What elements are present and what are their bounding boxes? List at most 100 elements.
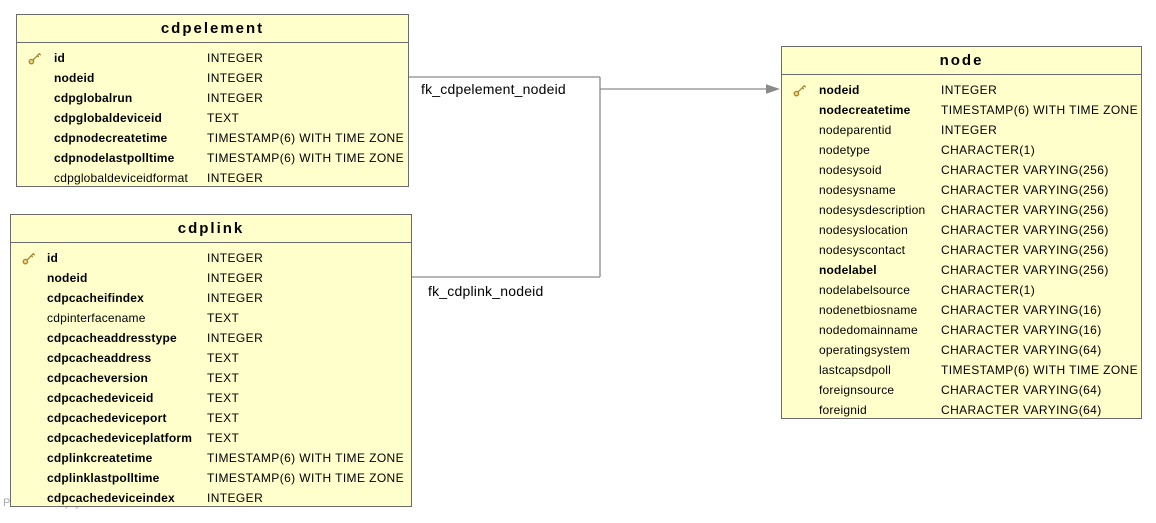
column-type: INTEGER [207, 91, 264, 105]
table-row: cdpglobaldeviceidformat INTEGER [17, 168, 408, 188]
column-name: nodeid [47, 271, 88, 285]
column-type: INTEGER [207, 291, 264, 305]
table-rows: id INTEGER nodeid INTEGER cdpglobalrun I… [17, 43, 408, 188]
column-name: lastcapsdpoll [819, 363, 891, 377]
table-row: cdpcachedeviceid TEXT [11, 388, 411, 408]
table-title: node [782, 47, 1141, 75]
primary-key-icon [22, 252, 36, 268]
table-row: cdpcacheaddresstype INTEGER [11, 328, 411, 348]
column-type: INTEGER [207, 51, 264, 65]
primary-key-icon [28, 52, 42, 68]
column-type: CHARACTER VARYING(64) [941, 403, 1102, 417]
column-name: cdplinklastpolltime [47, 471, 160, 485]
column-type: TEXT [207, 431, 240, 445]
column-name: id [54, 51, 66, 65]
table-row: nodenetbiosname CHARACTER VARYING(16) [782, 300, 1141, 320]
table-row: cdpglobaldeviceid TEXT [17, 108, 408, 128]
table-row: cdpcacheaddress TEXT [11, 348, 411, 368]
table-row: nodeid INTEGER [782, 80, 1141, 100]
table-row: nodesysoid CHARACTER VARYING(256) [782, 160, 1141, 180]
column-name: nodeid [819, 83, 860, 97]
column-name: nodesysname [819, 183, 896, 197]
table-node[interactable]: node nodeid INTEGER nodecreatetime TIMES… [781, 46, 1142, 419]
column-name: nodesysdescription [819, 203, 926, 217]
table-cdpelement[interactable]: cdpelement id INTEGER nodeid INTEGER cdp… [16, 14, 409, 187]
column-type: TIMESTAMP(6) WITH TIME ZONE [941, 103, 1139, 117]
fk-label-cdpelement-nodeid: fk_cdpelement_nodeid [421, 81, 566, 97]
column-type: INTEGER [207, 171, 264, 185]
table-row: nodelabel CHARACTER VARYING(256) [782, 260, 1141, 280]
column-type: CHARACTER VARYING(64) [941, 383, 1102, 397]
table-row: nodecreatetime TIMESTAMP(6) WITH TIME ZO… [782, 100, 1141, 120]
column-name: cdpcacheaddress [47, 351, 152, 365]
table-row: cdpcachedeviceplatform TEXT [11, 428, 411, 448]
table-row: cdpcachedeviceindex INTEGER [11, 488, 411, 508]
table-row: lastcapsdpoll TIMESTAMP(6) WITH TIME ZON… [782, 360, 1141, 380]
column-type: CHARACTER VARYING(256) [941, 223, 1109, 237]
table-row: cdpnodecreatetime TIMESTAMP(6) WITH TIME… [17, 128, 408, 148]
table-row: foreignid CHARACTER VARYING(64) [782, 400, 1141, 420]
table-row: id INTEGER [11, 248, 411, 268]
column-name: nodesyslocation [819, 223, 909, 237]
column-type: CHARACTER VARYING(256) [941, 163, 1109, 177]
column-name: nodecreatetime [819, 103, 911, 117]
column-name: cdpnodecreatetime [54, 131, 168, 145]
table-row: nodesyscontact CHARACTER VARYING(256) [782, 240, 1141, 260]
column-name: id [47, 251, 59, 265]
column-name: nodeid [54, 71, 95, 85]
table-row: nodeparentid INTEGER [782, 120, 1141, 140]
arrowhead-into-node [766, 84, 780, 94]
column-type: TIMESTAMP(6) WITH TIME ZONE [941, 363, 1139, 377]
column-type: CHARACTER VARYING(16) [941, 303, 1102, 317]
column-name: cdpcachedeviceport [47, 411, 167, 425]
column-type: TEXT [207, 111, 240, 125]
table-row: nodedomainname CHARACTER VARYING(16) [782, 320, 1141, 340]
column-type: INTEGER [207, 331, 264, 345]
table-cdplink[interactable]: cdplink id INTEGER nodeid INTEGER cdpcac… [10, 214, 412, 507]
table-row: id INTEGER [17, 48, 408, 68]
column-name: nodetype [819, 143, 870, 157]
column-name: cdpglobaldeviceidformat [54, 171, 189, 185]
column-name: cdplinkcreatetime [47, 451, 153, 465]
column-type: CHARACTER VARYING(256) [941, 183, 1109, 197]
column-name: cdpcacheifindex [47, 291, 145, 305]
column-type: INTEGER [941, 83, 998, 97]
column-name: cdpcachedeviceid [47, 391, 154, 405]
column-name: nodesyscontact [819, 243, 906, 257]
table-row: nodeid INTEGER [11, 268, 411, 288]
column-type: TIMESTAMP(6) WITH TIME ZONE [207, 151, 405, 165]
column-name: cdpcacheaddresstype [47, 331, 177, 345]
column-type: CHARACTER VARYING(64) [941, 343, 1102, 357]
column-name: cdpcacheversion [47, 371, 149, 385]
table-row: foreignsource CHARACTER VARYING(64) [782, 380, 1141, 400]
column-type: TEXT [207, 391, 240, 405]
column-name: cdpinterfacename [47, 311, 146, 325]
table-row: cdpglobalrun INTEGER [17, 88, 408, 108]
column-type: CHARACTER VARYING(256) [941, 263, 1109, 277]
table-row: operatingsystem CHARACTER VARYING(64) [782, 340, 1141, 360]
table-title: cdpelement [17, 15, 408, 43]
column-name: cdpglobaldeviceid [54, 111, 163, 125]
table-rows: nodeid INTEGER nodecreatetime TIMESTAMP(… [782, 75, 1141, 420]
column-type: INTEGER [207, 251, 264, 265]
column-type: TEXT [207, 351, 240, 365]
column-name: operatingsystem [819, 343, 911, 357]
column-type: INTEGER [941, 123, 998, 137]
table-row: cdplinklastpolltime TIMESTAMP(6) WITH TI… [11, 468, 411, 488]
column-name: nodesysoid [819, 163, 882, 177]
table-row: nodetype CHARACTER(1) [782, 140, 1141, 160]
table-row: cdpinterfacename TEXT [11, 308, 411, 328]
column-name: nodelabelsource [819, 283, 911, 297]
table-row: cdpnodelastpolltime TIMESTAMP(6) WITH TI… [17, 148, 408, 168]
table-row: nodesyslocation CHARACTER VARYING(256) [782, 220, 1141, 240]
column-name: cdpglobalrun [54, 91, 133, 105]
table-row: nodesysname CHARACTER VARYING(256) [782, 180, 1141, 200]
column-type: TEXT [207, 411, 240, 425]
table-row: nodelabelsource CHARACTER(1) [782, 280, 1141, 300]
column-name: cdpcachedeviceplatform [47, 431, 193, 445]
table-title: cdplink [11, 215, 411, 243]
table-row: cdplinkcreatetime TIMESTAMP(6) WITH TIME… [11, 448, 411, 468]
column-name: cdpnodelastpolltime [54, 151, 175, 165]
